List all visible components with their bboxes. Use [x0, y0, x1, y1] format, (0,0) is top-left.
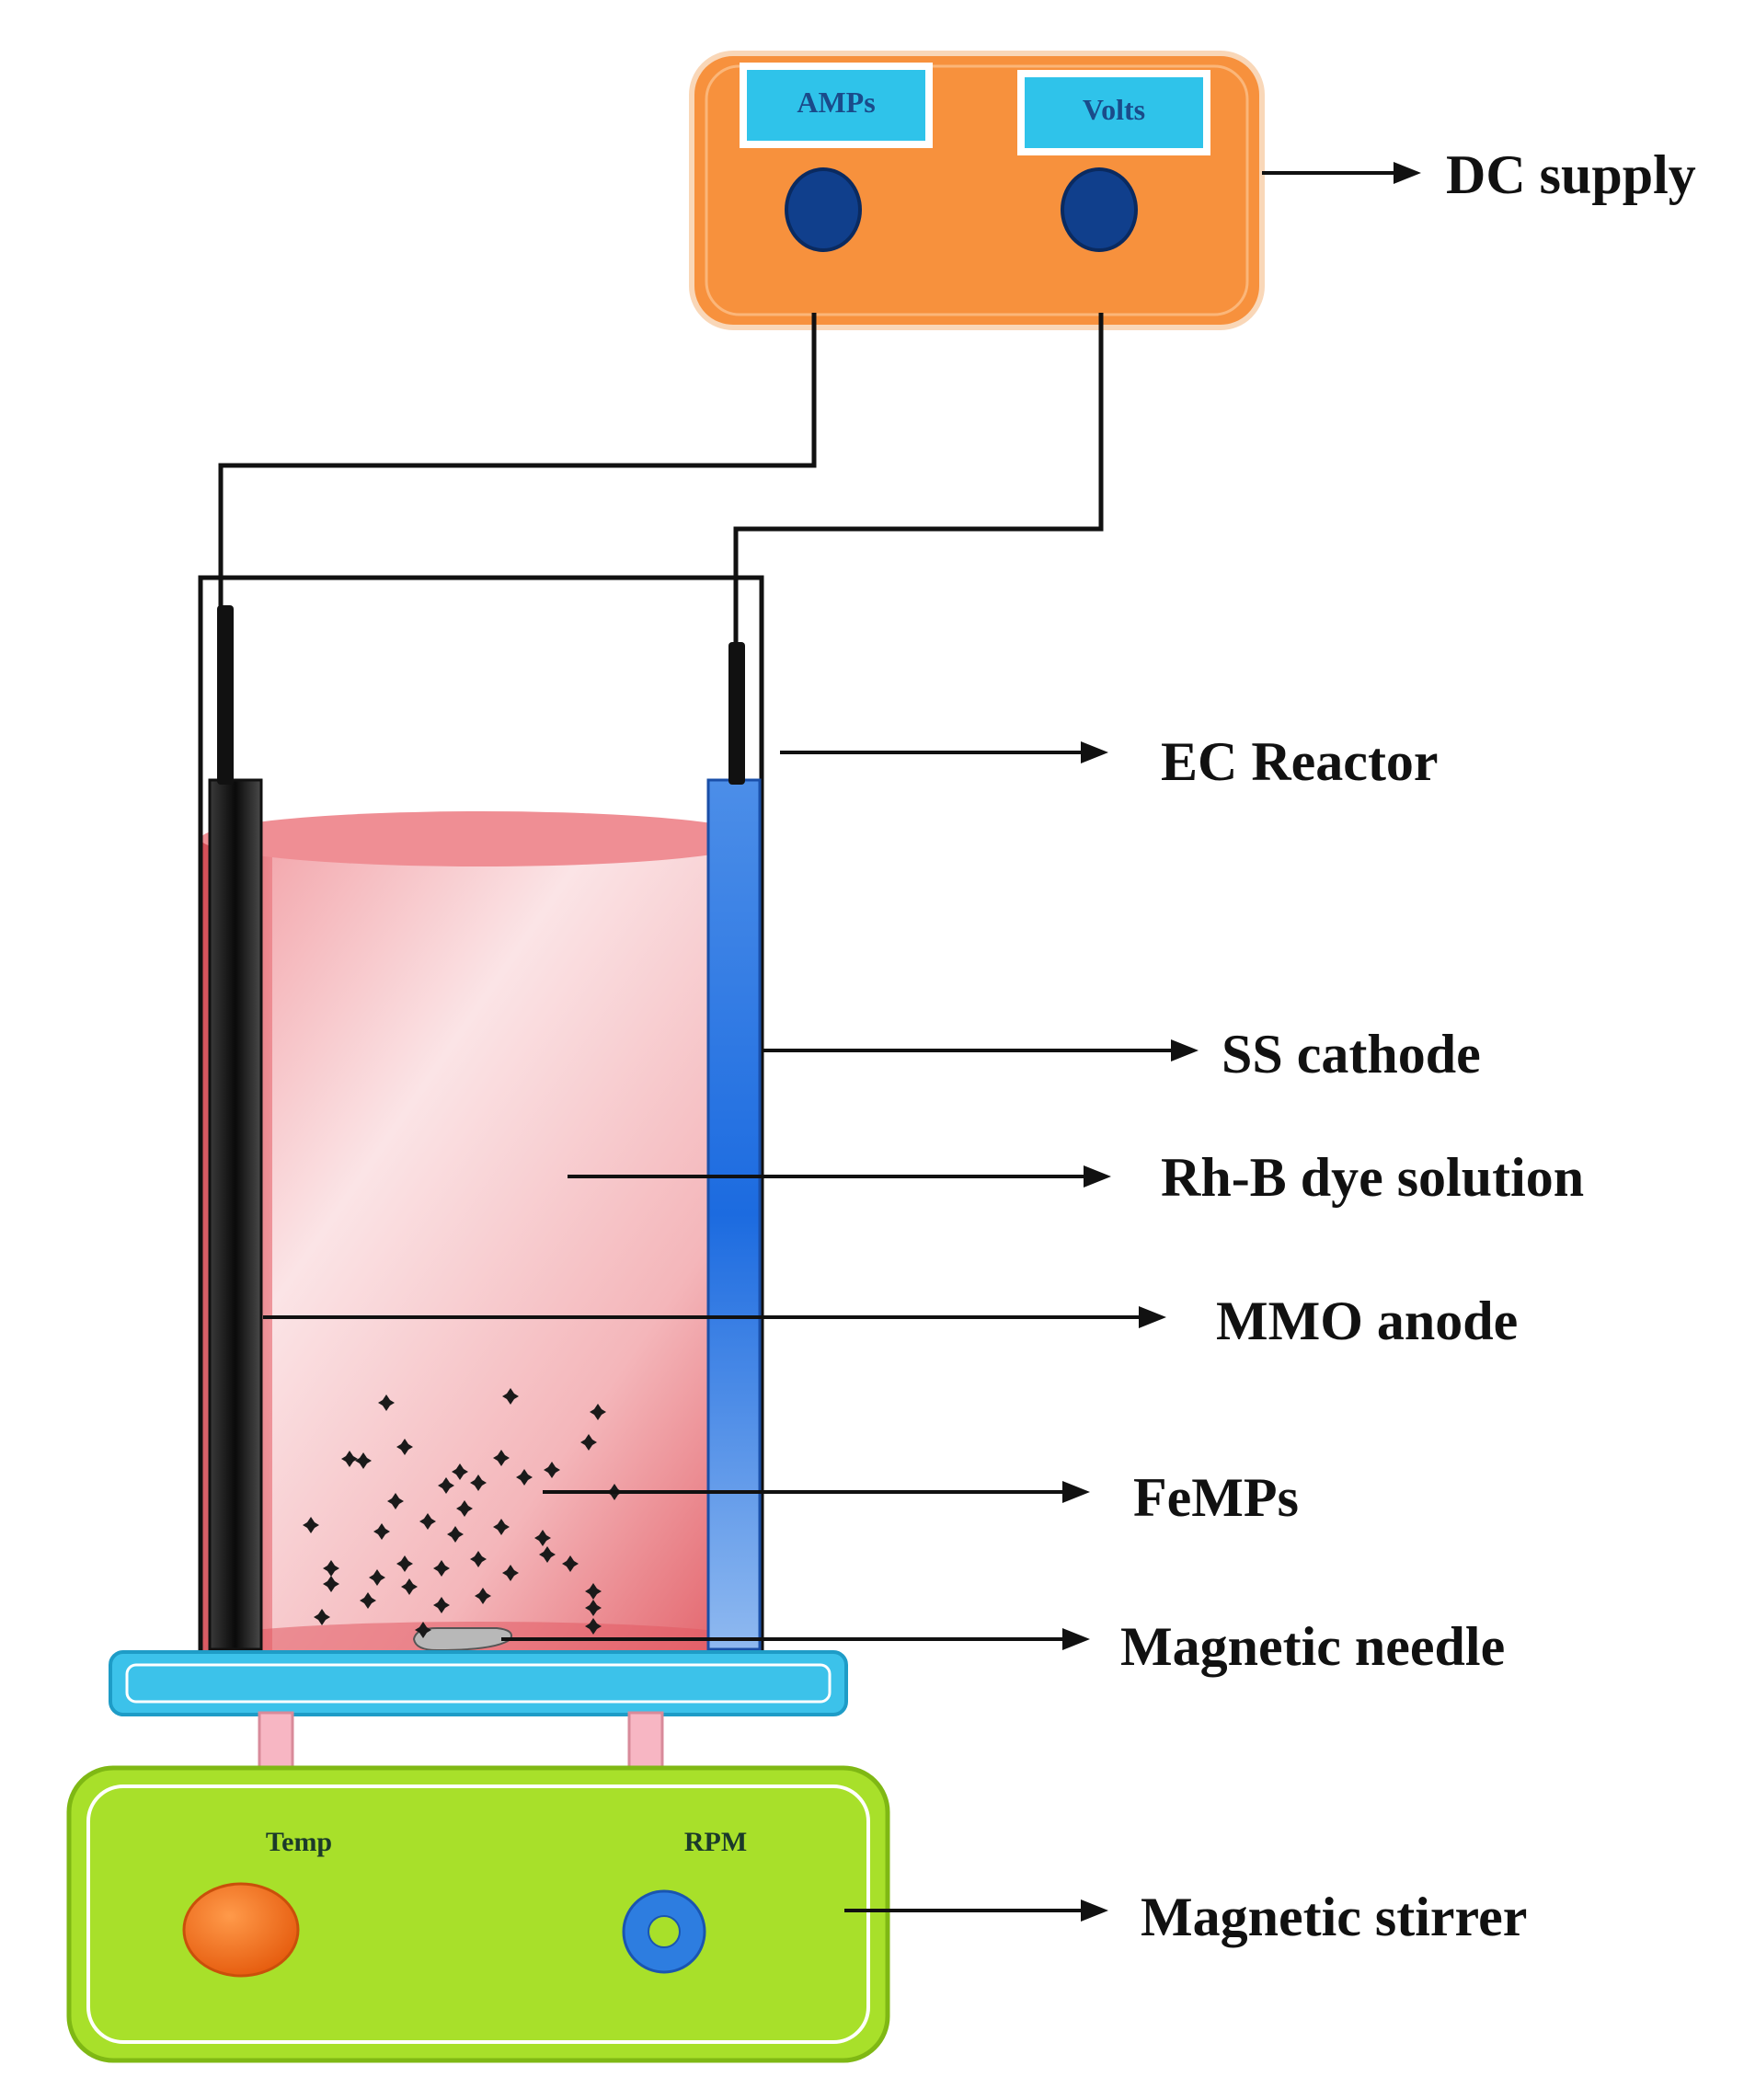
femp-particle	[456, 1500, 473, 1517]
reactor-label: EC Reactor	[1161, 731, 1439, 792]
volts-knob	[1061, 167, 1138, 252]
needle-arrow-head	[1062, 1628, 1090, 1650]
femp-particle	[378, 1394, 395, 1411]
particles-arrow-head	[1062, 1481, 1090, 1503]
femp-particle	[323, 1560, 339, 1577]
temp-knob	[182, 1882, 300, 1978]
solution-arrow-head	[1084, 1165, 1111, 1188]
femp-particle	[502, 1388, 519, 1405]
femp-particle	[585, 1583, 602, 1600]
femp-particle	[396, 1555, 413, 1572]
stirrer-body	[66, 1765, 890, 2063]
femp-particle	[314, 1609, 330, 1625]
femp-particle	[580, 1434, 597, 1451]
dc-supply-arrow-head	[1394, 162, 1421, 184]
anode-arrow-head	[1139, 1306, 1166, 1328]
anode-label: MMO anode	[1216, 1291, 1518, 1351]
solution-label: Rh-B dye solution	[1161, 1147, 1584, 1208]
femp-particle	[516, 1469, 533, 1486]
femp-particle	[447, 1526, 464, 1543]
femp-particle	[355, 1452, 372, 1469]
volts-display	[1017, 70, 1210, 155]
volts-display-label: Volts	[1083, 93, 1145, 126]
amps-display-label: AMPs	[797, 86, 875, 119]
needle-label: Magnetic needle	[1120, 1616, 1505, 1677]
amps-knob	[785, 167, 862, 252]
stirrer-plate	[109, 1650, 848, 1716]
femp-particle	[585, 1618, 602, 1635]
femp-particle	[360, 1592, 376, 1609]
cathode-arrow-head	[1171, 1039, 1199, 1061]
femps-particles	[303, 1388, 623, 1638]
femp-particle	[369, 1569, 385, 1586]
femp-particle	[373, 1523, 390, 1540]
wire-to-cathode	[733, 313, 1104, 644]
cathode-label: SS cathode	[1222, 1024, 1481, 1084]
dc-supply-label: DC supply	[1446, 144, 1696, 205]
ss-cathode	[706, 778, 762, 1651]
femp-particle	[419, 1513, 436, 1530]
femp-particle	[438, 1477, 454, 1494]
femp-particle	[475, 1588, 491, 1604]
femp-particle	[502, 1565, 519, 1581]
femp-particle	[341, 1451, 358, 1467]
femp-particle	[534, 1530, 551, 1546]
particles-label: FeMPs	[1133, 1467, 1299, 1528]
cathode-connector	[728, 642, 745, 785]
anode-connector	[217, 605, 234, 785]
femp-particle	[590, 1404, 606, 1420]
femp-particle	[493, 1450, 510, 1466]
femp-particle	[470, 1475, 487, 1491]
wire-to-anode	[218, 313, 817, 612]
femp-particle	[562, 1555, 579, 1572]
femp-particle	[387, 1493, 404, 1509]
solution-surface	[201, 811, 762, 866]
reactor-arrow-head	[1081, 741, 1108, 763]
femp-particle	[415, 1622, 431, 1638]
femp-particle	[433, 1560, 450, 1577]
femp-particle	[323, 1576, 339, 1592]
mmo-anode	[208, 778, 263, 1651]
femp-particle	[303, 1517, 319, 1533]
femp-particle	[544, 1462, 560, 1478]
femp-particle	[433, 1597, 450, 1613]
femp-particle	[396, 1439, 413, 1455]
femp-particle	[401, 1578, 418, 1595]
stirrer-arrow-head	[1081, 1899, 1108, 1922]
femp-particle	[452, 1463, 468, 1480]
rpm-label: RPM	[684, 1827, 747, 1857]
dye-solution	[201, 839, 762, 1653]
femp-particle	[470, 1551, 487, 1567]
ec-reactor	[198, 575, 764, 1664]
temp-label: Temp	[266, 1827, 332, 1857]
femp-particle	[585, 1600, 602, 1616]
dc-power-supply: AMPs Volts	[689, 51, 1265, 330]
amps-display	[740, 63, 933, 148]
femp-particle	[493, 1519, 510, 1535]
magnetic-stirrer: Temp RPM	[66, 1765, 890, 2063]
femp-particle	[539, 1546, 556, 1563]
stirrer-label: Magnetic stirrer	[1141, 1887, 1527, 1947]
